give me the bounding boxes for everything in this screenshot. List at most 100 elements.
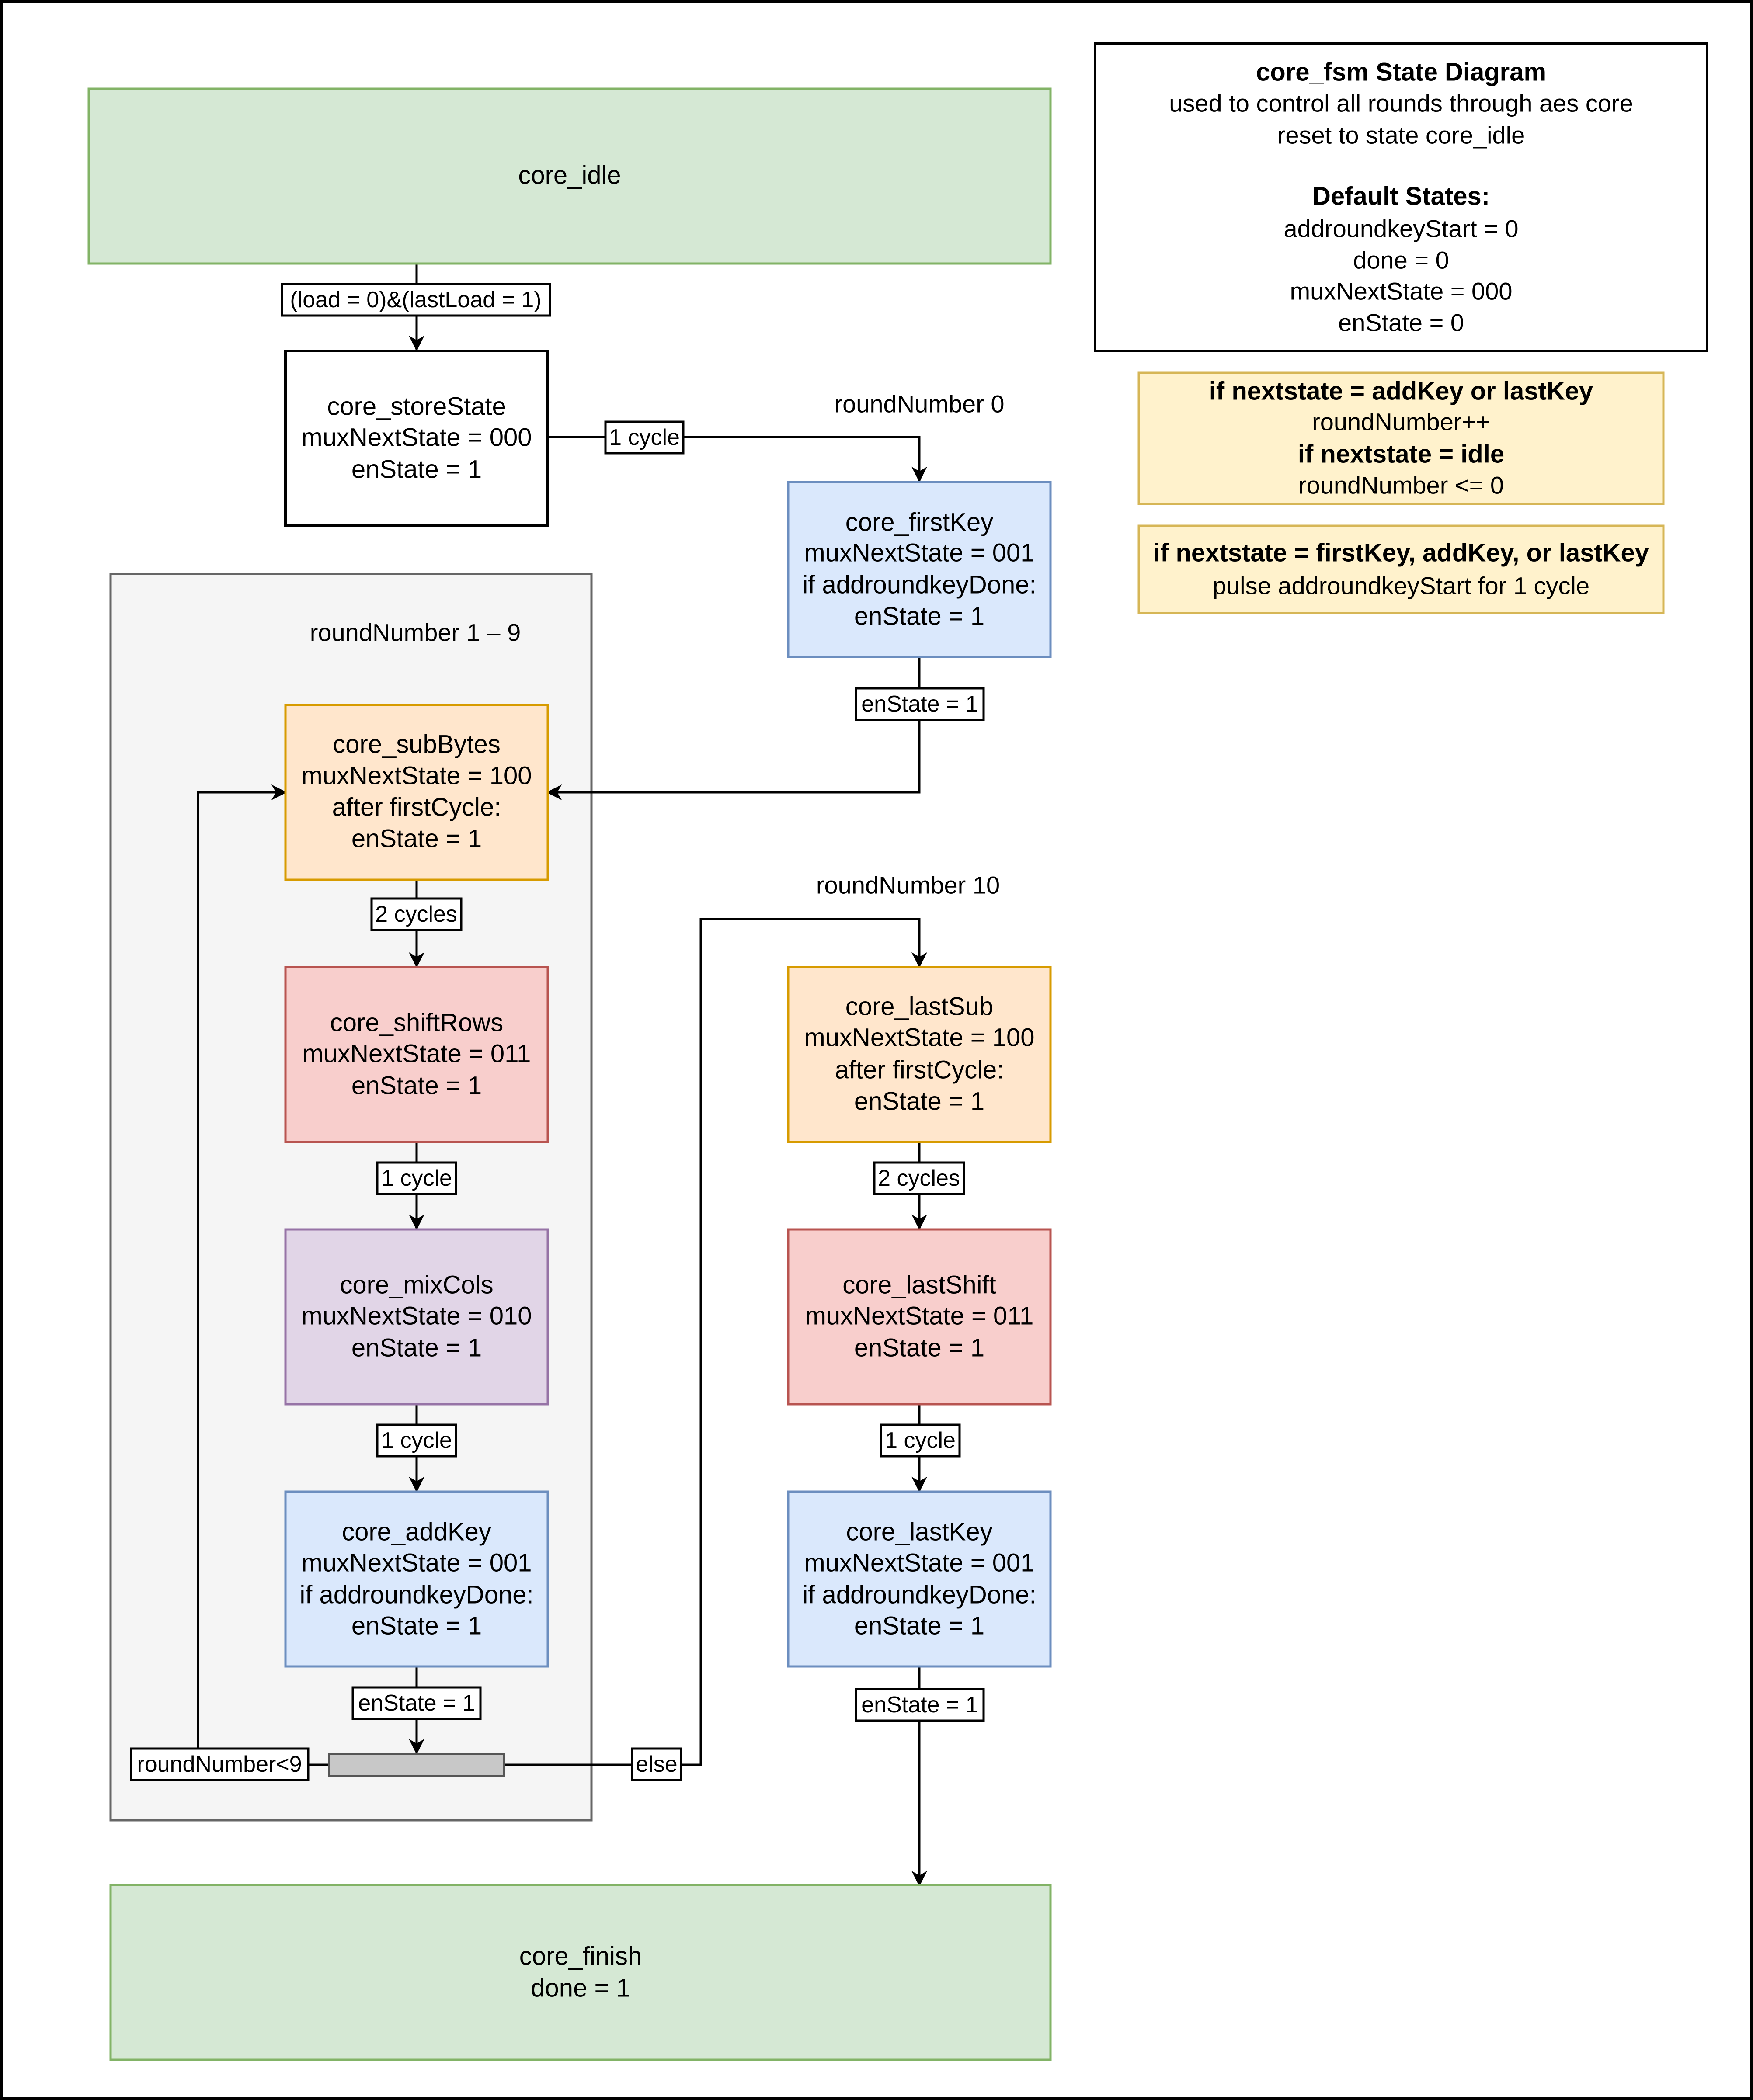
state-lastshift-line-3: enState = 1 bbox=[854, 1334, 984, 1362]
state-lastkey-box bbox=[787, 1490, 1052, 1668]
state-subbytes-box bbox=[284, 704, 549, 881]
round-0-label: roundNumber 0 bbox=[834, 390, 1004, 418]
title-box: core_fsm State Diagram used to control a… bbox=[1094, 42, 1708, 352]
state-lastshift: core_lastShift muxNextState = 011 enStat… bbox=[787, 1228, 1052, 1406]
label-shiftrows-to-mixcols: 1 cycle bbox=[381, 1166, 452, 1191]
state-storestate-line-2: muxNextState = 000 bbox=[301, 423, 532, 452]
state-addkey: core_addKey muxNextState = 001 if addrou… bbox=[284, 1490, 549, 1668]
title-box-border bbox=[1094, 42, 1708, 352]
round-10-label: roundNumber 10 bbox=[816, 871, 1000, 899]
state-addkey-line-4: enState = 1 bbox=[351, 1612, 482, 1640]
state-addkey-name: core_addKey bbox=[342, 1518, 491, 1546]
default-state-3: muxNextState = 000 bbox=[1290, 278, 1513, 305]
state-mixcols-line-2: muxNextState = 010 bbox=[301, 1302, 532, 1330]
round-counter-note: if nextstate = addKey or lastKey roundNu… bbox=[1137, 371, 1665, 505]
label-store-to-firstkey-box bbox=[604, 420, 685, 455]
round-counter-rule-2-condition: if nextstate = idle bbox=[1298, 440, 1504, 469]
label-addkey-to-decision: enState = 1 bbox=[358, 1690, 475, 1716]
state-lastsub-line-3: after firstCycle: bbox=[835, 1056, 1004, 1084]
state-addkey-line-2: muxNextState = 001 bbox=[301, 1549, 532, 1577]
label-firstkey-to-subbytes-box bbox=[855, 687, 985, 721]
state-finish: core_finish done = 1 bbox=[109, 1884, 1052, 2061]
state-shiftrows-box bbox=[284, 966, 549, 1143]
state-lastkey: core_lastKey muxNextState = 001 if addro… bbox=[787, 1490, 1052, 1668]
round-counter-rule-2-action: roundNumber <= 0 bbox=[1298, 472, 1504, 499]
round-counter-rule-1-condition: if nextstate = addKey or lastKey bbox=[1209, 377, 1593, 406]
state-shiftrows-name: core_shiftRows bbox=[330, 1009, 503, 1037]
state-lastshift-box bbox=[787, 1228, 1052, 1406]
addroundkey-note-box bbox=[1137, 524, 1665, 614]
state-mixcols-box bbox=[284, 1228, 549, 1406]
round-counter-rule-1-action: roundNumber++ bbox=[1312, 408, 1490, 436]
label-mixcols-to-addkey-box bbox=[376, 1423, 457, 1458]
label-decision-loop-box bbox=[130, 1747, 310, 1781]
state-mixcols-name: core_mixCols bbox=[340, 1271, 493, 1299]
state-lastsub-line-4: enState = 1 bbox=[854, 1087, 984, 1116]
default-states-title: Default States: bbox=[1312, 182, 1490, 211]
state-finish-line-2: done = 1 bbox=[531, 1974, 630, 2003]
label-firstkey-to-subbytes: enState = 1 bbox=[861, 691, 978, 717]
state-firstkey-line-2: muxNextState = 001 bbox=[804, 539, 1034, 567]
state-lastsub-line-2: muxNextState = 100 bbox=[804, 1024, 1034, 1052]
round-group-label: roundNumber 1 – 9 bbox=[310, 619, 521, 646]
state-lastshift-name: core_lastShift bbox=[842, 1271, 996, 1299]
label-shiftrows-to-mixcols-box bbox=[376, 1161, 457, 1195]
state-subbytes-line-4: enState = 1 bbox=[351, 825, 482, 853]
state-idle-box bbox=[87, 87, 1052, 265]
state-lastkey-line-3: if addroundkeyDone: bbox=[802, 1581, 1036, 1609]
state-storestate: core_storeState muxNextState = 000 enSta… bbox=[284, 350, 549, 527]
state-mixcols: core_mixCols muxNextState = 010 enState … bbox=[284, 1228, 549, 1406]
label-decision-else-box bbox=[631, 1747, 682, 1781]
state-finish-box bbox=[109, 1884, 1052, 2061]
state-lastsub: core_lastSub muxNextState = 100 after fi… bbox=[787, 966, 1052, 1143]
state-lastkey-line-4: enState = 1 bbox=[854, 1612, 984, 1640]
state-storestate-name: core_storeState bbox=[327, 392, 506, 421]
state-addkey-line-3: if addroundkeyDone: bbox=[299, 1581, 533, 1609]
label-store-to-firstkey: 1 cycle bbox=[609, 425, 680, 450]
round-decision-bar bbox=[328, 1753, 505, 1777]
label-idle-to-store-box bbox=[281, 283, 551, 317]
default-state-1: addroundkeyStart = 0 bbox=[1283, 215, 1518, 243]
label-lastsub-to-lastshift: 2 cycles bbox=[878, 1166, 960, 1191]
state-subbytes-line-3: after firstCycle: bbox=[332, 793, 501, 822]
title-box-line-1: used to control all rounds through aes c… bbox=[1169, 90, 1633, 117]
title-box-line-2: reset to state core_idle bbox=[1277, 121, 1525, 149]
label-subbytes-to-shiftrows: 2 cycles bbox=[375, 902, 457, 927]
state-lastshift-line-2: muxNextState = 011 bbox=[805, 1302, 1034, 1330]
state-firstkey-line-3: if addroundkeyDone: bbox=[802, 571, 1036, 599]
label-lastkey-to-finish: enState = 1 bbox=[861, 1692, 978, 1718]
label-mixcols-to-addkey: 1 cycle bbox=[381, 1428, 452, 1453]
state-shiftrows: core_shiftRows muxNextState = 011 enStat… bbox=[284, 966, 549, 1143]
state-firstkey-box bbox=[787, 481, 1052, 658]
state-firstkey-line-4: enState = 1 bbox=[854, 602, 984, 631]
title-box-title: core_fsm State Diagram bbox=[1256, 58, 1546, 87]
state-addkey-box bbox=[284, 1490, 549, 1668]
default-state-2: done = 0 bbox=[1353, 246, 1449, 274]
label-lastkey-to-finish-box bbox=[855, 1688, 985, 1722]
state-lastsub-name: core_lastSub bbox=[845, 993, 994, 1021]
state-firstkey: core_firstKey muxNextState = 001 if addr… bbox=[787, 481, 1052, 658]
addroundkey-note: if nextstate = firstKey, addKey, or last… bbox=[1137, 524, 1665, 614]
state-finish-name: core_finish bbox=[519, 1942, 642, 1971]
state-firstkey-name: core_firstKey bbox=[845, 508, 993, 537]
state-idle-name: core_idle bbox=[518, 161, 621, 190]
state-lastkey-name: core_lastKey bbox=[846, 1518, 992, 1546]
state-subbytes-name: core_subBytes bbox=[333, 730, 501, 759]
label-lastshift-to-lastkey-box bbox=[880, 1423, 961, 1458]
label-lastsub-to-lastshift-box bbox=[873, 1161, 965, 1195]
label-decision-loop: roundNumber<9 bbox=[137, 1752, 302, 1777]
state-storestate-box bbox=[284, 350, 549, 527]
label-lastshift-to-lastkey: 1 cycle bbox=[885, 1428, 956, 1453]
addroundkey-rule-condition: if nextstate = firstKey, addKey, or last… bbox=[1153, 539, 1649, 567]
label-idle-to-store: (load = 0)&(lastLoad = 1) bbox=[290, 287, 541, 312]
state-storestate-line-3: enState = 1 bbox=[351, 455, 482, 484]
state-idle: core_idle bbox=[87, 87, 1052, 265]
label-addkey-to-decision-box bbox=[351, 1686, 482, 1720]
state-shiftrows-line-2: muxNextState = 011 bbox=[303, 1040, 531, 1068]
state-subbytes-line-2: muxNextState = 100 bbox=[301, 762, 532, 790]
label-subbytes-to-shiftrows-box bbox=[370, 897, 463, 931]
state-subbytes: core_subBytes muxNextState = 100 after f… bbox=[284, 704, 549, 881]
addroundkey-rule-action: pulse addroundkeyStart for 1 cycle bbox=[1213, 572, 1590, 600]
state-shiftrows-line-3: enState = 1 bbox=[351, 1072, 482, 1100]
state-mixcols-line-3: enState = 1 bbox=[351, 1334, 482, 1362]
